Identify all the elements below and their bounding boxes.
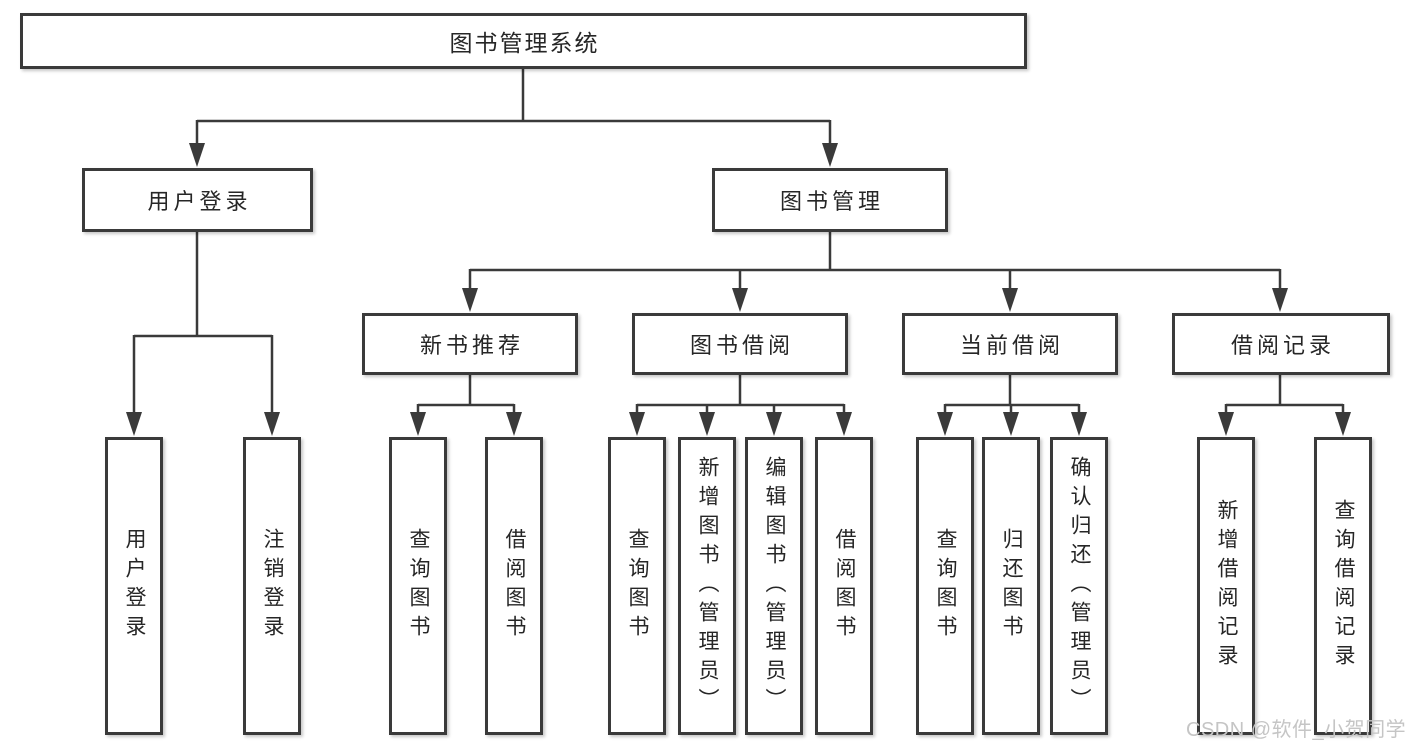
node-current-borrowing: 当前借阅 xyxy=(902,313,1118,375)
leaf-borrow-books-label: 借阅图书 xyxy=(833,528,856,644)
csdn-watermark: CSDN @软件_小贺同学 xyxy=(1186,719,1405,741)
node-new-book-recommendation: 新书推荐 xyxy=(362,313,578,375)
leaf-borrow-books: 借阅图书 xyxy=(815,437,873,735)
leaf-query-borrow-record-label: 查询借阅记录 xyxy=(1332,499,1355,673)
leaf-logout-label: 注销登录 xyxy=(261,528,284,644)
leaf-borrow-books-recommend: 借阅图书 xyxy=(485,437,543,735)
leaf-borrow-books-recommend-label: 借阅图书 xyxy=(503,528,526,644)
node-book-management: 图书管理 xyxy=(712,168,948,232)
leaf-edit-books-admin-label: 编辑图书（管理员） xyxy=(763,455,786,717)
node-user-login: 用户登录 xyxy=(82,168,313,232)
node-borrowing-records: 借阅记录 xyxy=(1172,313,1390,375)
leaf-return-books: 归还图书 xyxy=(982,437,1040,735)
leaf-edit-books-admin: 编辑图书（管理员） xyxy=(745,437,803,735)
leaf-user-login-label: 用户登录 xyxy=(123,528,146,644)
leaf-add-borrow-record-label: 新增借阅记录 xyxy=(1215,499,1238,673)
node-book-borrowing: 图书借阅 xyxy=(632,313,848,375)
leaf-query-books-current-label: 查询图书 xyxy=(934,528,957,644)
leaf-add-borrow-record: 新增借阅记录 xyxy=(1197,437,1255,735)
leaf-query-books-recommend: 查询图书 xyxy=(389,437,447,735)
leaf-user-login: 用户登录 xyxy=(105,437,163,735)
leaf-query-books-recommend-label: 查询图书 xyxy=(407,528,430,644)
leaf-query-borrow-record: 查询借阅记录 xyxy=(1314,437,1372,735)
leaf-confirm-return-admin: 确认归还（管理员） xyxy=(1050,437,1108,735)
leaf-query-books-current: 查询图书 xyxy=(916,437,974,735)
leaf-return-books-label: 归还图书 xyxy=(1000,528,1023,644)
leaf-confirm-return-admin-label: 确认归还（管理员） xyxy=(1068,455,1091,717)
leaf-query-books-borrowing: 查询图书 xyxy=(608,437,666,735)
leaf-logout: 注销登录 xyxy=(243,437,301,735)
leaf-add-books-admin-label: 新增图书（管理员） xyxy=(696,455,719,717)
node-library-management-system: 图书管理系统 xyxy=(20,13,1027,69)
leaf-add-books-admin: 新增图书（管理员） xyxy=(678,437,736,735)
leaf-query-books-borrowing-label: 查询图书 xyxy=(626,528,649,644)
